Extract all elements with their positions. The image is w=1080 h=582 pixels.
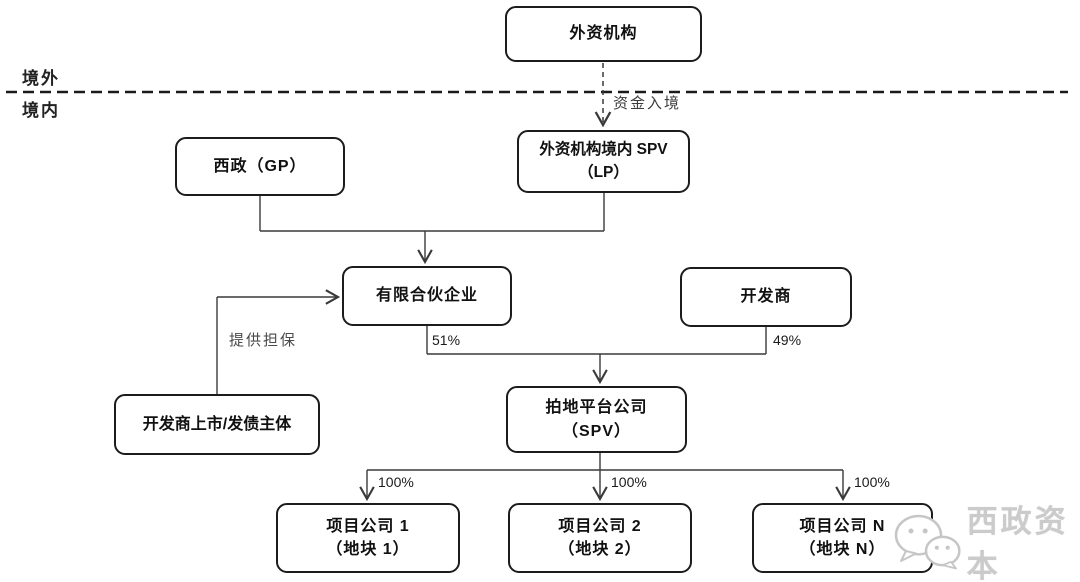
capital-entry-label: 资金入境	[613, 95, 682, 112]
node-limited-partnership: 有限合伙企业	[342, 266, 512, 326]
node-label: 外资机构	[569, 25, 638, 43]
project2-stake-label: 100%	[611, 474, 647, 490]
node-project-company-1: 项目公司 1 （地块 1）	[276, 503, 460, 573]
node-foreign-spv-lp: 外资机构境内 SPV （LP）	[517, 130, 690, 193]
node-project-company-2: 项目公司 2 （地块 2）	[508, 503, 692, 573]
node-label-line1: 项目公司 1	[326, 517, 410, 535]
node-xizheng-gp: 西政（GP）	[175, 137, 345, 196]
onshore-label: 境内	[22, 101, 60, 120]
guarantee-label: 提供担保	[229, 332, 298, 349]
edge-stakes-to-platform	[426, 326, 767, 385]
node-developer: 开发商	[680, 267, 852, 327]
edge-guarantee	[216, 289, 341, 394]
node-label-line1: 拍地平台公司	[545, 399, 648, 417]
offshore-label: 境外	[22, 69, 60, 88]
node-label-line2: （地块 2）	[558, 541, 642, 558]
node-label-line2: （地块 N）	[799, 541, 886, 558]
node-label-line1: 项目公司 2	[558, 517, 642, 535]
node-land-platform-spv: 拍地平台公司 （SPV）	[506, 386, 687, 453]
wechat-icon	[894, 514, 961, 570]
node-label-line1: 项目公司 N	[799, 517, 886, 535]
edge-gp-lp-to-partnership	[259, 193, 605, 265]
node-label: 西政（GP）	[213, 157, 307, 175]
node-project-company-n: 项目公司 N （地块 N）	[752, 503, 933, 573]
project1-stake-label: 100%	[378, 474, 414, 490]
node-developer-listed-entity: 开发商上市/发债主体	[114, 394, 320, 455]
node-label-line2: （地块 1）	[326, 541, 410, 558]
node-label-line1: 外资机构境内 SPV	[539, 141, 668, 159]
watermark: 西政资本	[891, 496, 1080, 582]
projectn-stake-label: 100%	[854, 474, 890, 490]
node-label-line2: （SPV）	[561, 422, 632, 440]
node-label-line2: （LP）	[578, 163, 629, 181]
edge-platform-to-projects	[359, 453, 851, 502]
watermark-text: 西政资本	[966, 504, 1069, 582]
lp-stake-label: 51%	[432, 332, 461, 348]
node-foreign-institution: 外资机构	[505, 6, 702, 62]
node-label: 开发商	[740, 288, 792, 306]
node-label: 有限合伙企业	[375, 287, 478, 305]
node-label: 开发商上市/发债主体	[142, 415, 292, 433]
developer-stake-label: 49%	[773, 332, 802, 348]
